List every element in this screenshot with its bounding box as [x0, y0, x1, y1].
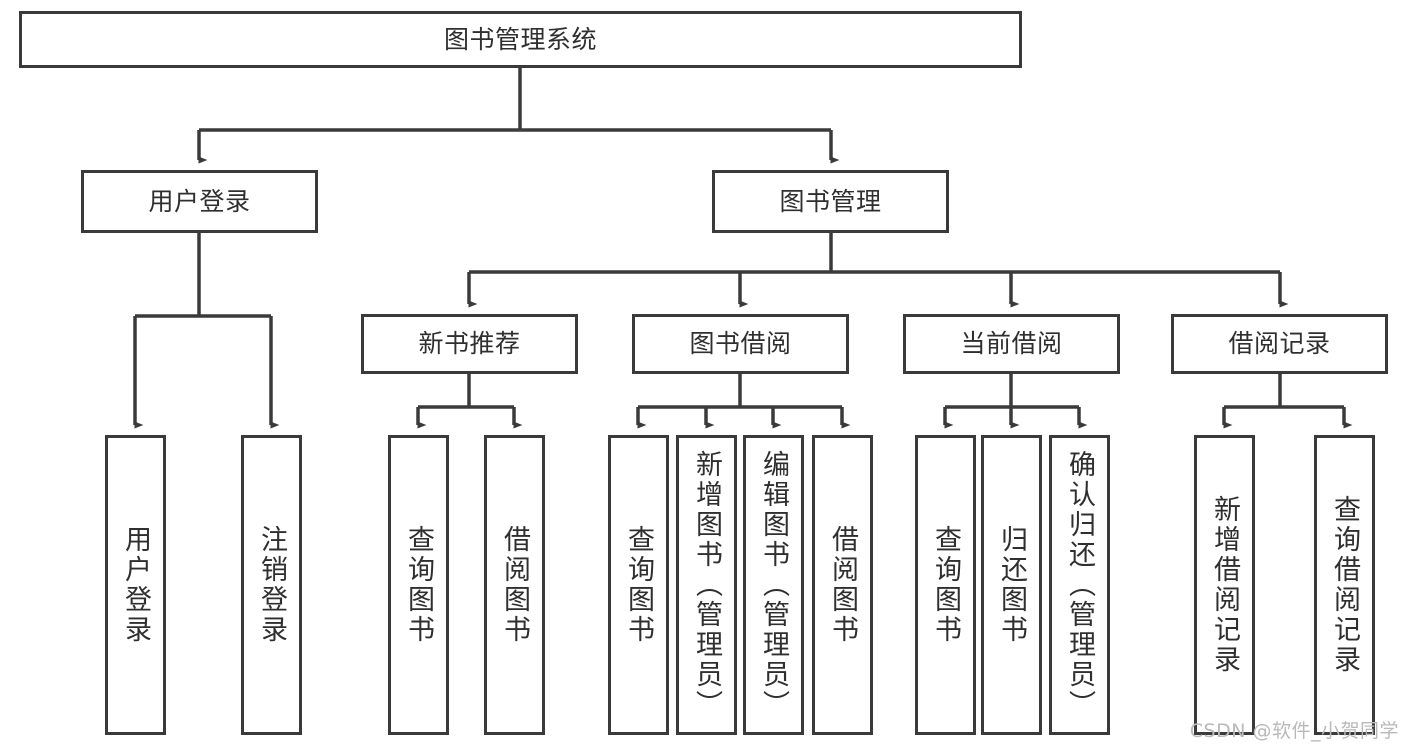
node-label: 查询图书 — [403, 525, 434, 645]
node-new-book-recommend[interactable]: 新书推荐 — [361, 314, 578, 374]
node-label: 查询图书 — [930, 525, 961, 645]
node-label: 确认归还（管理员） — [1064, 450, 1095, 720]
node-leaf-add-record[interactable]: 新增借阅记录 — [1194, 435, 1255, 735]
node-current-borrow[interactable]: 当前借阅 — [903, 314, 1120, 374]
node-label: 用户登录 — [148, 186, 251, 216]
node-leaf-query-book-2[interactable]: 查询图书 — [608, 435, 669, 735]
node-leaf-confirm-return[interactable]: 确认归还（管理员） — [1049, 435, 1110, 735]
node-borrow-record[interactable]: 借阅记录 — [1171, 314, 1388, 374]
node-label: 归还图书 — [996, 525, 1027, 645]
node-label: 图书管理系统 — [443, 24, 597, 54]
node-label: 借阅记录 — [1228, 329, 1331, 359]
node-root-book-management-system[interactable]: 图书管理系统 — [19, 11, 1022, 68]
node-label: 新增图书（管理员） — [691, 450, 722, 720]
node-label: 当前借阅 — [960, 329, 1063, 359]
node-label: 查询借阅记录 — [1329, 495, 1360, 675]
node-label: 注销登录 — [256, 525, 287, 645]
node-label: 编辑图书（管理员） — [758, 450, 789, 720]
node-label: 新书推荐 — [418, 329, 521, 359]
node-label: 图书管理 — [779, 186, 882, 216]
node-leaf-add-book[interactable]: 新增图书（管理员） — [676, 435, 737, 735]
node-leaf-edit-book[interactable]: 编辑图书（管理员） — [743, 435, 804, 735]
node-leaf-return-book[interactable]: 归还图书 — [981, 435, 1042, 735]
node-book-borrow[interactable]: 图书借阅 — [632, 314, 849, 374]
node-leaf-logout-login[interactable]: 注销登录 — [241, 435, 302, 735]
node-label: 借阅图书 — [827, 525, 858, 645]
node-label: 新增借阅记录 — [1209, 495, 1240, 675]
node-leaf-user-login[interactable]: 用户登录 — [105, 435, 166, 735]
node-label: 用户登录 — [120, 525, 151, 645]
node-label: 查询图书 — [623, 525, 654, 645]
node-label: 图书借阅 — [689, 329, 792, 359]
node-leaf-borrow-book-2[interactable]: 借阅图书 — [812, 435, 873, 735]
node-user-login[interactable]: 用户登录 — [81, 170, 318, 233]
node-book-manage[interactable]: 图书管理 — [712, 170, 949, 233]
node-label: 借阅图书 — [499, 525, 530, 645]
node-leaf-query-book-1[interactable]: 查询图书 — [388, 435, 449, 735]
csdn-watermark: CSDN @软件_小贺同学 — [1189, 720, 1399, 742]
node-leaf-borrow-book-1[interactable]: 借阅图书 — [484, 435, 545, 735]
node-leaf-query-record[interactable]: 查询借阅记录 — [1314, 435, 1375, 735]
node-leaf-query-book-3[interactable]: 查询图书 — [915, 435, 976, 735]
